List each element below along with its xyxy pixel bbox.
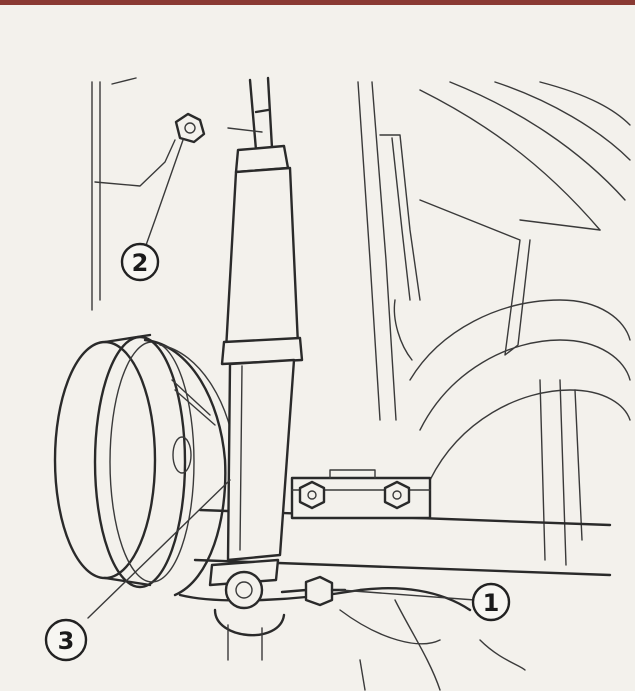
shock-absorber [208,76,347,661]
leader-2 [144,139,184,249]
bracket-nut-left [298,480,326,510]
callout-2: 2 [120,242,160,282]
leader-lines [87,139,476,619]
callout-3: 3 [44,618,88,662]
lower-mounting-bolt [280,575,347,607]
top-rule [0,0,635,5]
leader-3 [87,479,231,619]
brake-drum [53,333,237,597]
leader-1 [339,589,476,601]
wheel-arch-right [357,81,631,566]
svg-text:2: 2 [132,249,149,277]
body-panel-left [91,77,176,311]
axle-bracket [290,469,432,520]
upper-mounting-nut [174,112,206,144]
bracket-nut-right [383,480,411,510]
svg-text:3: 3 [58,627,75,655]
svg-text:1: 1 [483,589,500,617]
callout-1: 1 [471,582,511,622]
